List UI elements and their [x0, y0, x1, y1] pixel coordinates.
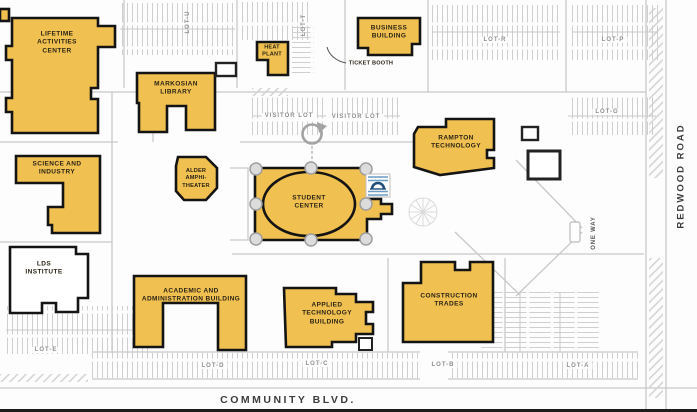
parking-areas — [6, 2, 658, 378]
building-shape-construction-trades — [401, 260, 495, 344]
parking-lot-a — [480, 292, 600, 352]
building-shape-lifetime-activities-center — [4, 16, 117, 135]
parking-lot-d-c — [92, 353, 420, 378]
building-shape-applied-technology — [282, 286, 375, 349]
building-shape-lds-institute — [8, 245, 90, 315]
building-shape-academic-administration — [132, 274, 248, 352]
sunburst-plaza — [408, 197, 438, 227]
building-shape-rampton-technology — [412, 117, 496, 177]
building-shape-business-building — [356, 16, 422, 57]
parking-strip — [292, 26, 314, 76]
bridge-logo-icon — [365, 173, 391, 198]
building-shape-science-and-industry — [14, 154, 102, 235]
map-bottom-edge — [0, 409, 697, 412]
building-shape-corner-piece — [0, 7, 11, 23]
building-shape-heat-plant — [255, 40, 290, 77]
building-shape-markosian-library — [135, 71, 217, 134]
student-center-oval — [261, 170, 357, 238]
ticket-booth-leader-line — [326, 46, 347, 64]
student-center-entry-circles — [249, 161, 373, 247]
parking-lot-b — [448, 353, 638, 378]
small-structures — [214, 61, 581, 351]
building-shape-alder-amphitheater — [174, 155, 219, 202]
